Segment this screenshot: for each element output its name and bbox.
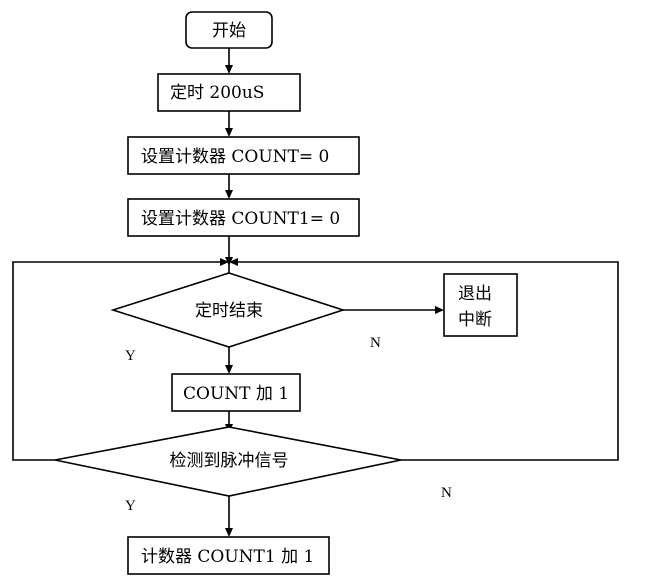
inc-count-label: COUNT 加 1 xyxy=(183,384,289,404)
set-count1-node xyxy=(127,198,360,237)
timer-label: 定时 200uS xyxy=(170,83,264,103)
decision-timer-label: 定时结束 xyxy=(195,301,263,321)
set-count1-label: 设置计数器 COUNT1= 0 xyxy=(141,209,340,229)
arrowhead xyxy=(225,257,233,266)
branch-label-pulse-no: N xyxy=(441,485,452,501)
exit-interrupt-node xyxy=(443,273,518,337)
inc-count-node xyxy=(171,373,301,412)
exit-label-line2: 中断 xyxy=(458,310,492,330)
branch-label-pulse-yes: Y xyxy=(125,498,136,514)
branch-label-timer-yes: Y xyxy=(125,348,136,364)
exit-label-line1: 退出 xyxy=(458,284,492,304)
arrowhead xyxy=(225,365,233,374)
set-count-label: 设置计数器 COUNT= 0 xyxy=(141,147,329,167)
arrowhead xyxy=(220,258,229,266)
loop-back-right xyxy=(237,261,619,461)
arrowhead xyxy=(229,258,238,266)
start-label: 开始 xyxy=(212,21,246,41)
arrowhead xyxy=(225,190,233,199)
arrowhead xyxy=(435,306,444,314)
inc-count1-node xyxy=(127,536,330,575)
loop-back-left xyxy=(12,261,221,461)
inc-count1-label: 计数器 COUNT1 加 1 xyxy=(141,547,314,567)
arrowhead xyxy=(225,128,233,137)
arrowhead xyxy=(225,65,233,74)
timer-node xyxy=(157,73,301,112)
set-count-node xyxy=(127,136,360,175)
decision-pulse-label: 检测到脉冲信号 xyxy=(170,451,289,471)
branch-label-timer-no: N xyxy=(370,335,381,351)
arrowhead xyxy=(225,528,233,537)
